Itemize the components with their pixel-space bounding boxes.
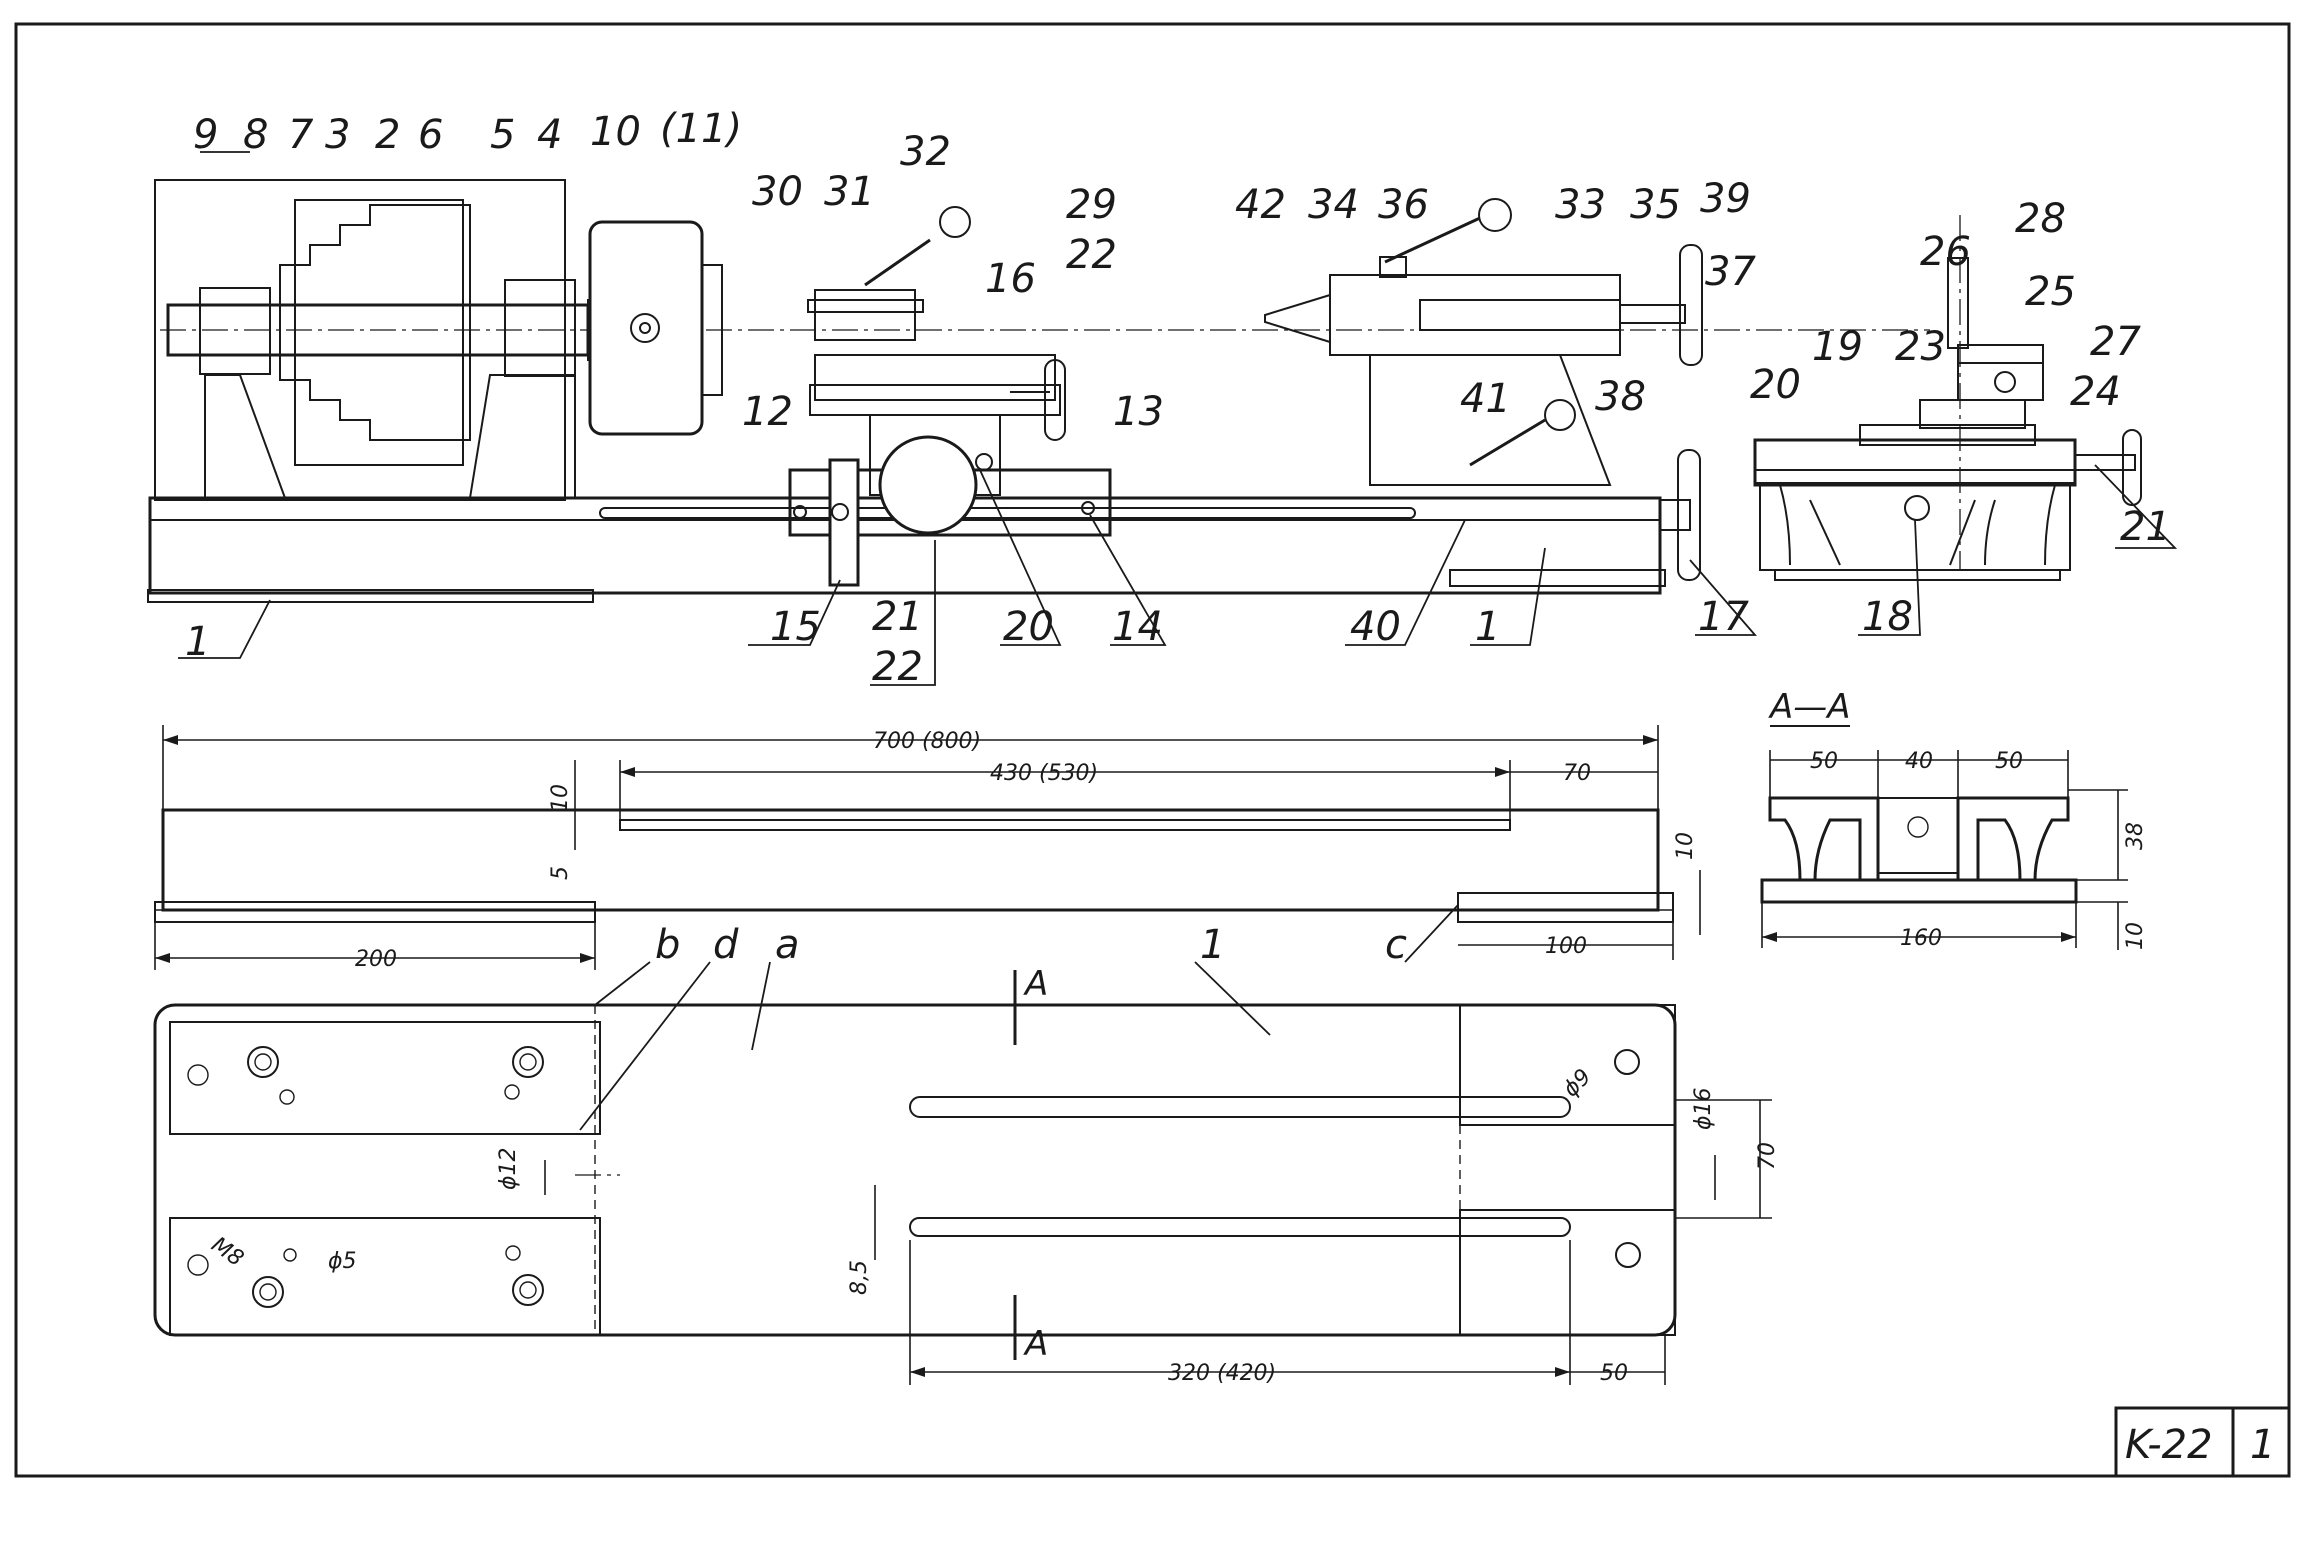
dim-foot-height: 10 [1673,832,1698,860]
dim-plan-slot: 320 (420) [1168,1361,1276,1386]
title-block: K-22 1 [2114,1406,2291,1478]
lathe-elevation [147,179,2142,603]
dim-sec-40: 40 [1905,749,1933,774]
part-label: 18 [1862,594,1913,640]
dim-slot-height: 10 [548,784,573,812]
part-label: 28 [2015,196,2066,242]
part-label: 12 [742,389,793,435]
surface-label-a: a [775,922,800,968]
part-label: 3 [325,112,350,158]
part-label: 17 [1698,594,1749,640]
part-label: 25 [2025,269,2076,315]
cut-mark-bottom: A [1023,1324,1048,1364]
dim-slot-8-5: 8,5 [847,1260,872,1295]
part-label: 22 [872,644,923,690]
part-label: 32 [900,129,951,175]
part-labels: 9 8 7 3 2 6 5 4 10 (11) 30 31 32 29 16 2… [178,106,2178,690]
part-label: 1 [1475,604,1500,650]
part-label: 31 [824,169,875,215]
part-label: 20 [1750,362,1801,408]
dim-hole-9: ϕ9 [1559,1064,1597,1102]
part-label: 7 [288,112,314,158]
dim-sec-width: 160 [1900,926,1942,951]
chuck [588,220,704,436]
drawing-code: K-22 [2125,1422,2213,1468]
dim-thread-m8: M8 [207,1232,248,1271]
dim-right-foot: 100 [1545,934,1587,959]
dim-left-foot: 200 [355,947,397,972]
surface-label-b: b [655,922,680,968]
section-title: A—A [1768,687,1851,727]
part-label: 30 [752,169,803,215]
part-label: 29 [1066,182,1117,228]
part-label: 15 [770,604,821,650]
part-label: 40 [1350,604,1401,650]
dim-bed-length: 700 (800) [873,729,981,754]
part-label: 37 [1705,249,1756,295]
section-a-a: A—A 50 40 50 160 38 10 [1760,687,2148,951]
part-label: 2 [375,112,400,158]
part-label: 5 [490,112,515,158]
part-label: 27 [2090,319,2141,365]
dim-gap-70: 70 [1755,1142,1780,1170]
part-label: 41 [1460,376,1511,422]
dim-plan-end: 50 [1600,1361,1628,1386]
dim-slot-length: 430 (530) [990,761,1098,786]
bed-plan-view: A A 320 (420) 50 70 ϕ16 ϕ9 ϕ12 8,5 M8 ϕ5 [153,964,1780,1386]
surface-label-d: d [713,922,739,968]
cut-mark-top: A [1023,964,1048,1004]
part-label: 39 [1700,176,1751,222]
part-label: 8 [243,112,268,158]
part-label: 26 [1920,229,1971,275]
sheet-number: 1 [2250,1422,2275,1468]
part-label: 20 [1003,604,1054,650]
part-label: 19 [1812,324,1863,370]
part-label: 16 [985,256,1036,302]
part-label: 36 [1378,182,1429,228]
dim-sec-50-right: 50 [1995,749,2023,774]
dim-sec-height: 38 [2123,822,2148,850]
dim-sec-50-left: 50 [1810,749,1838,774]
dim-sec-foot: 10 [2123,922,2148,950]
dim-hole-16: ϕ16 [1691,1087,1716,1130]
part-label: 21 [872,594,923,640]
part-label: 42 [1235,182,1286,228]
part-label: (11) [660,106,742,152]
dim-hole-12: ϕ12 [496,1147,521,1190]
part-label: 23 [1895,324,1946,370]
part-label: 35 [1630,182,1681,228]
dim-end-70: 70 [1563,761,1591,786]
part-label: 33 [1555,182,1606,228]
part-label: 9 [193,112,218,158]
bed-front-view: 700 (800) 430 (530) 70 200 100 10 5 10 b… [154,725,1701,1131]
part-label: 4 [537,112,562,158]
part-label: 38 [1595,374,1646,420]
dim-slot-width: 5 [548,866,573,880]
part-label: 10 [590,109,641,155]
bed-label: 1 [1200,922,1225,968]
part-label: 34 [1308,182,1359,228]
part-label: 24 [2070,369,2121,415]
part-label: 6 [418,112,443,158]
part-label: 13 [1113,389,1164,435]
part-label: 21 [2120,504,2171,550]
dim-hole-5: ϕ5 [328,1249,357,1274]
drawing-frame [14,22,2291,1478]
part-label: 22 [1066,232,1117,278]
carriage-handwheel [878,435,978,535]
surface-label-c: c [1385,922,1407,968]
